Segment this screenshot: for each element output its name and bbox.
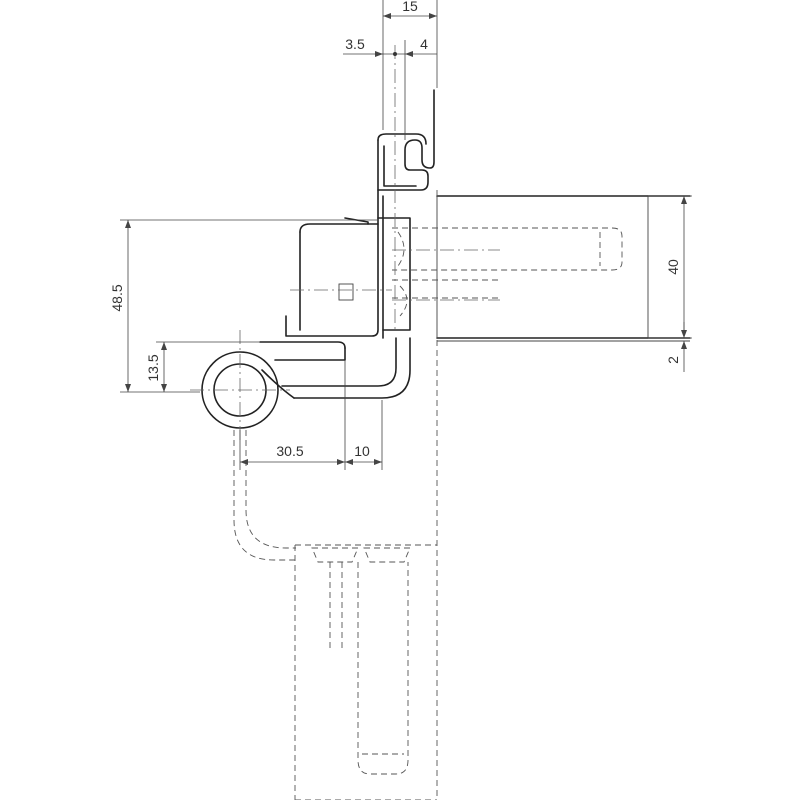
dimension-right-height: 40: [648, 195, 692, 339]
dimension-top-width: 15: [382, 0, 438, 130]
screw-vertical-2: [357, 547, 411, 775]
dimension-left-offset: 13.5: [145, 341, 260, 392]
door-leaf-outline: [436, 195, 691, 342]
dimension-top-split: 3.5 4: [343, 36, 437, 140]
dim-label-top-right: 4: [420, 36, 428, 52]
dim-label-right-gap: 2: [665, 356, 681, 364]
dim-label-top-width: 15: [402, 0, 418, 14]
screw-horizontal-2: [392, 279, 500, 317]
lower-strap-dashed: [233, 430, 296, 561]
dimension-left-height: 48.5: [109, 219, 378, 393]
dim-label-left-height: 48.5: [109, 284, 125, 311]
dim-label-right-height: 40: [665, 259, 681, 275]
dim-label-bottom-right: 10: [354, 443, 370, 459]
hinge-body: [201, 89, 435, 429]
dimension-bottom: 30.5 10: [239, 360, 383, 470]
screw-horizontal-1: [392, 227, 623, 271]
dim-label-top-left: 3.5: [345, 36, 365, 52]
dim-label-left-offset: 13.5: [145, 354, 161, 381]
dimension-right-gap: 2: [665, 322, 687, 372]
frame-section-dashed: [294, 190, 438, 800]
screw-vertical-1: [311, 547, 359, 650]
center-lines: [190, 45, 500, 440]
dim-label-bottom-left: 30.5: [276, 443, 303, 459]
